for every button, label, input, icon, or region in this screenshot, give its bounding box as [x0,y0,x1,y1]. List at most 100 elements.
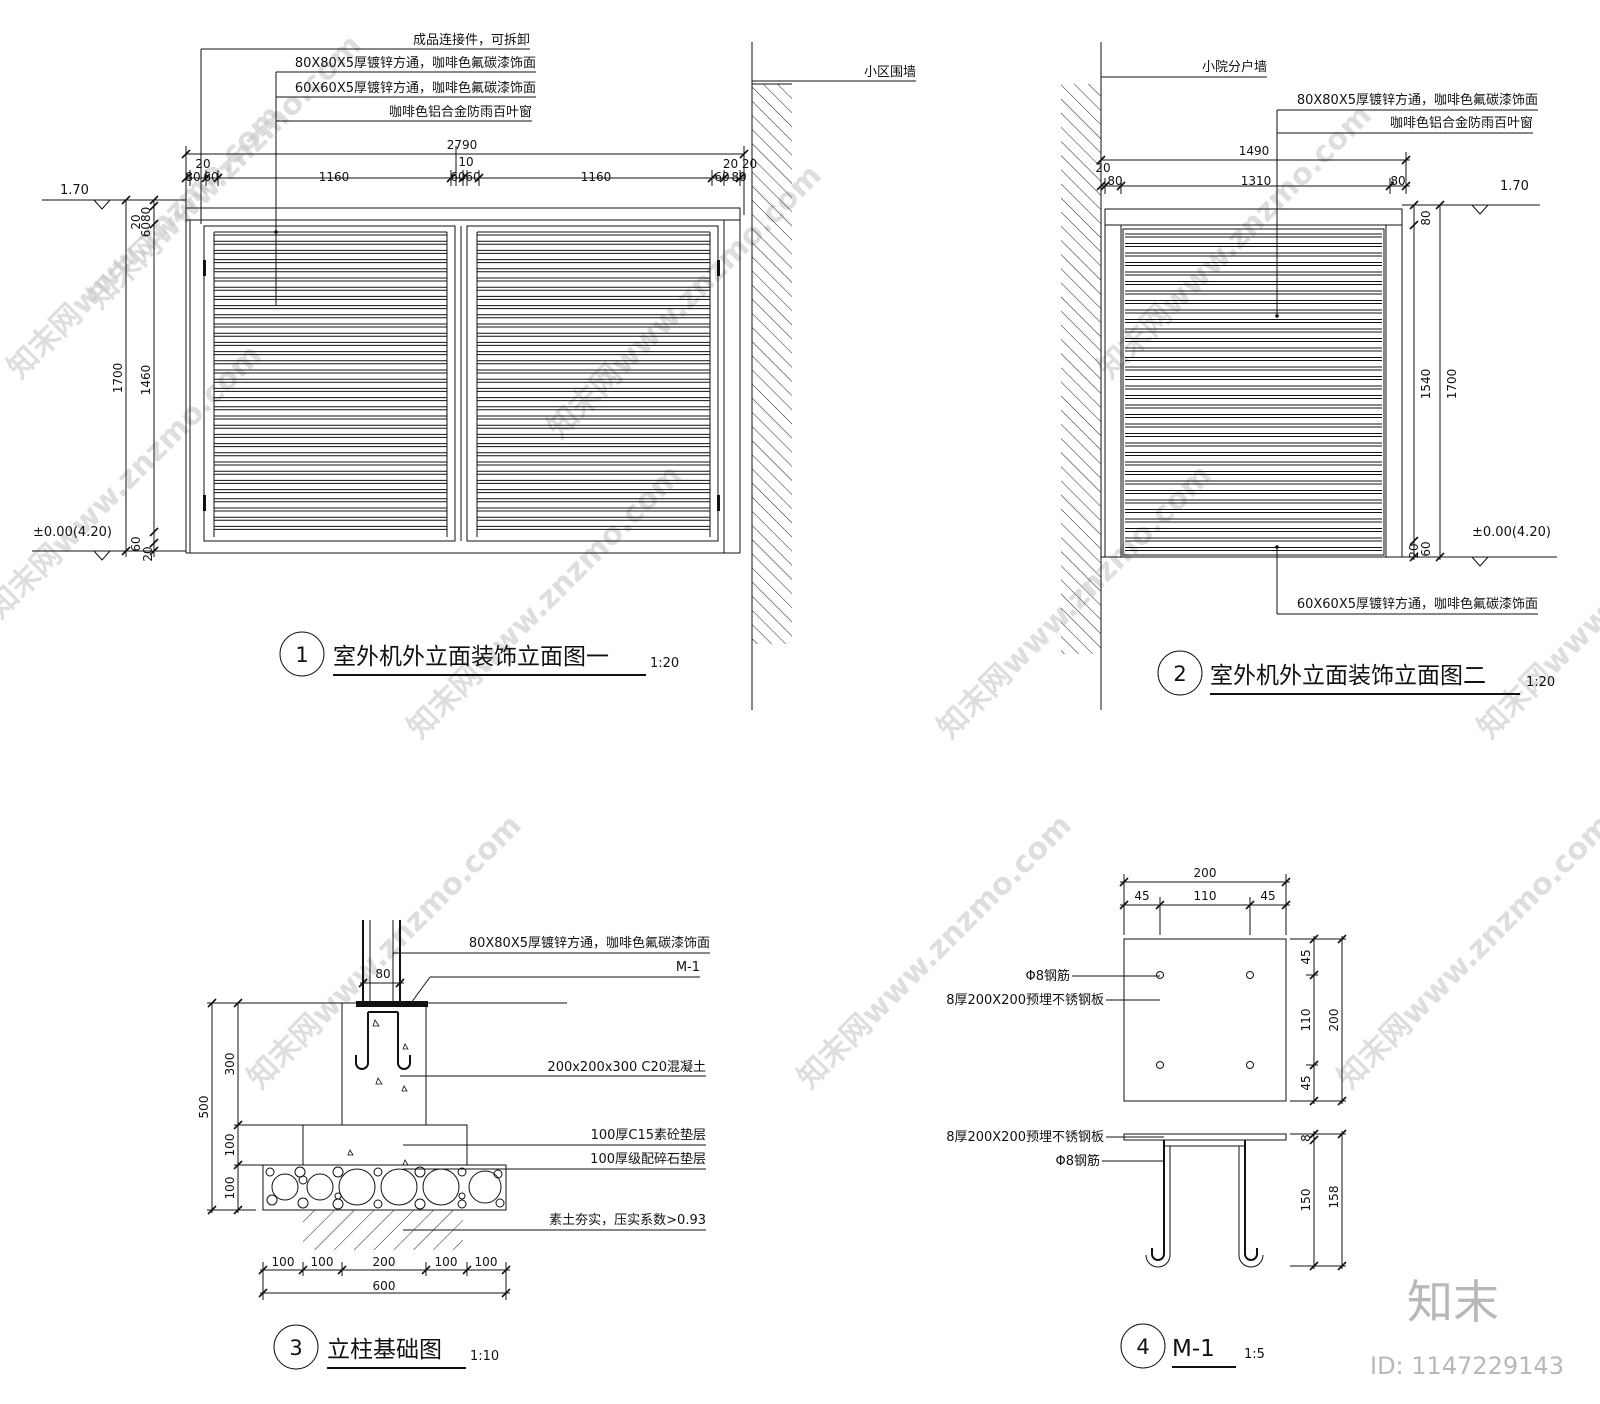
label-rebar: Φ8钢筋 [1025,968,1070,984]
drawing-scale-2: 1:20 [1526,675,1555,690]
watermark-text: 知末网www.znzmo.com [1331,808,1600,1096]
note-compacted-soil: 素土夯实，压实系数>0.93 [549,1213,706,1228]
label-embedded-plate: 8厚200X200预埋不锈钢板 [946,1130,1104,1145]
plate-m1-detail: 200 45 110 45 45 110 45 200 Φ8钢筋 8厚200X2… [946,866,1347,1369]
dim-20: 20 [141,546,155,561]
dim-mid-gap: 10 [458,155,473,169]
dim-20: 20 [195,157,210,171]
dim-60: 60 [1419,541,1433,556]
dim-inner-width: 1310 [1241,174,1272,188]
level-bottom: ±0.00(4.20) [33,525,112,540]
dim-80: 80 [1419,210,1433,225]
drawing-number-1: 1 [295,643,308,667]
dim-100: 100 [223,1177,237,1200]
dim-60: 60 [203,170,218,184]
drawing-scale-3: 1:10 [470,1349,499,1364]
level-top: 1.70 [1500,179,1529,194]
dim-total-depth: 500 [197,1096,211,1119]
note-c15-layer: 100厚C15素砼垫层 [591,1127,706,1143]
dim-100: 100 [223,1134,237,1157]
dim-20: 20 [1407,543,1421,558]
watermark-text: 知末网www.znzmo.com [0,338,269,626]
drawing-number-3: 3 [289,1336,302,1360]
dim-100: 100 [272,1255,295,1269]
dim-80: 80 [1107,174,1122,188]
dim-height-total: 1700 [111,363,125,394]
dim-80: 80 [185,170,200,184]
foundation-detail: 80 500 300 [197,920,710,1370]
note-80-tube: 80X80X5厚镀锌方通，咖啡色氟碳漆饰面 [295,55,536,71]
dim-panel-1: 1160 [319,170,350,184]
watermark-text: 知末网www.znzmo.com [241,808,529,1096]
dim-total-height: 200 [1327,1009,1341,1032]
dim-60-80: 6080 [139,207,153,238]
dim-110: 110 [1194,889,1217,903]
dim-20: 20 [1095,161,1110,175]
dim-60: 60 [714,170,729,184]
dim-45: 45 [1134,889,1149,903]
dim-150: 150 [1299,1189,1313,1212]
note-louver: 咖啡色铝合金防雨百叶窗 [389,104,532,120]
note-80-tube: 80X80X5厚镀锌方通，咖啡色氟碳漆饰面 [469,935,710,951]
elevation-1: 成品连接件，可拆卸 80X80X5厚镀锌方通，咖啡色氟碳漆饰面 60X60X5厚… [32,32,916,710]
dim-110: 110 [1299,1009,1313,1032]
watermark-logo: 知末 [1407,1275,1499,1329]
watermark-text: 知末网www.znzmo.com [1091,98,1379,386]
dim-60: 60 [129,536,143,551]
drawing-number-4: 4 [1136,1335,1149,1359]
drawing-title-1: 室外机外立面装饰立面图一 [333,644,609,670]
note-connector: 成品连接件，可拆卸 [413,32,530,48]
dim-45: 45 [1260,889,1275,903]
drawing-title-2: 室外机外立面装饰立面图二 [1210,663,1486,689]
dim-158: 158 [1327,1186,1341,1209]
wall-label-courtyard: 小院分户墙 [1202,59,1267,75]
dim-60: 60 [465,170,480,184]
dim-height-total: 1700 [1445,369,1459,400]
dim-200: 200 [373,1255,396,1269]
note-concrete: 200x200x300 C20混凝土 [547,1059,706,1075]
dim-80: 80 [731,170,746,184]
note-m1: M-1 [676,960,700,975]
drawing-number-2: 2 [1173,662,1186,686]
dim-total-width: 2790 [447,138,478,152]
watermark-layer: 知末网www.znzmo.com 知末网www.znzmo.com 知末网www… [0,28,1600,1096]
watermark-id: ID: 1147229143 [1370,1352,1564,1380]
drawing-title-3: 立柱基础图 [327,1337,442,1363]
watermark-text: 知末网www.znzmo.com [791,808,1079,1096]
dim-height-inner: 1540 [1419,369,1433,400]
label-rebar: Φ8钢筋 [1055,1153,1100,1169]
note-60-tube: 60X60X5厚镀锌方通，咖啡色氟碳漆饰面 [295,80,536,96]
level-bottom: ±0.00(4.20) [1472,525,1551,540]
drawing-scale-1: 1:20 [650,656,679,671]
dim-300: 300 [223,1053,237,1076]
dim-100: 100 [475,1255,498,1269]
dim-20-20: 20 20 [723,157,757,171]
drawing-title-4: M-1 [1172,1336,1215,1362]
dim-height-inner: 1460 [139,365,153,396]
dim-100: 100 [435,1255,458,1269]
elevation-2: 小院分户墙 80X80X5厚镀锌方通，咖啡色氟碳漆饰面 咖啡色铝合金防雨百叶窗 … [1061,42,1557,710]
dim-total-width: 1490 [1239,144,1270,158]
note-gravel-layer: 100厚级配碎石垫层 [590,1151,706,1167]
dim-80: 80 [375,967,390,981]
dim-total-width: 600 [373,1279,396,1293]
watermark-logo-area: 知末 ID: 1147229143 [1370,1275,1564,1380]
drawing-scale-4: 1:5 [1244,1347,1265,1362]
label-embedded-plate: 8厚200X200预埋不锈钢板 [946,993,1104,1008]
dim-8: 8 [1299,1134,1313,1142]
dim-total-width: 200 [1194,866,1217,880]
note-60-tube: 60X60X5厚镀锌方通，咖啡色氟碳漆饰面 [1297,596,1538,612]
note-80-tube: 80X80X5厚镀锌方通，咖啡色氟碳漆饰面 [1297,92,1538,108]
dim-panel-2: 1160 [581,170,612,184]
dim-80: 80 [1390,174,1405,188]
watermark-text: 知末网www.znzmo.com [401,458,689,746]
dim-45: 45 [1299,949,1313,964]
wall-label-community: 小区围墙 [864,65,916,80]
note-louver: 咖啡色铝合金防雨百叶窗 [1390,115,1533,131]
dim-45: 45 [1299,1075,1313,1090]
level-top: 1.70 [60,183,89,198]
dim-100: 100 [311,1255,334,1269]
dim-60: 60 [450,170,465,184]
dim-20: 20 [129,214,143,229]
